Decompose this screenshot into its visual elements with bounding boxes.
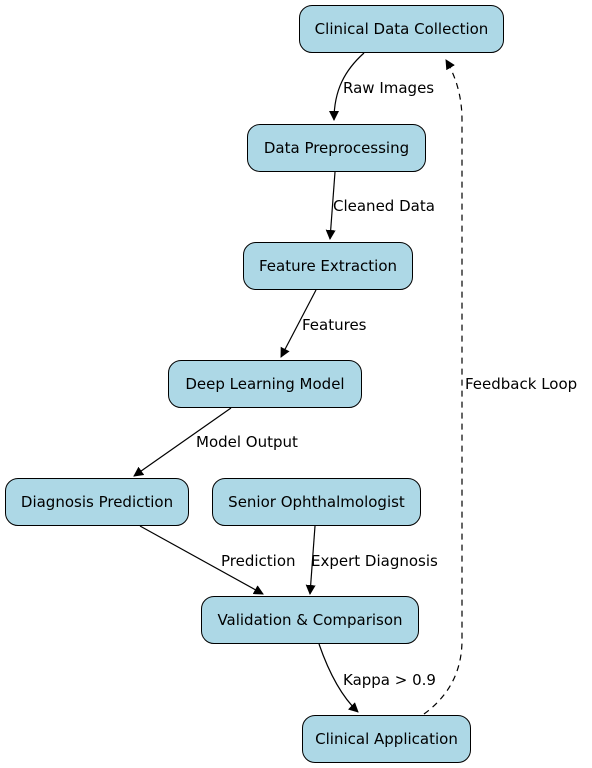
edge-features [280, 289, 317, 358]
node-label: Clinical Application [315, 730, 458, 748]
node-validation-comparison[interactable]: Validation & Comparison [201, 596, 419, 644]
node-label: Senior Ophthalmologist [228, 493, 405, 511]
edge-feedback-loop [423, 59, 463, 715]
node-clinical-data-collection[interactable]: Clinical Data Collection [299, 5, 504, 53]
edge-label-features: Features [302, 316, 367, 334]
edge-label-raw-images: Raw Images [343, 79, 435, 97]
edge-label-kappa: Kappa > 0.9 [343, 671, 436, 689]
edge-label-model-output: Model Output [196, 433, 298, 451]
node-diagnosis-prediction[interactable]: Diagnosis Prediction [5, 478, 189, 526]
node-feature-extraction[interactable]: Feature Extraction [243, 242, 413, 290]
edge-kappa [318, 643, 359, 713]
edge-cleaned-data [325, 171, 336, 240]
node-label: Data Preprocessing [263, 139, 410, 157]
node-data-preprocessing[interactable]: Data Preprocessing [247, 124, 426, 172]
edge-label-cleaned-data: Cleaned Data [333, 197, 435, 215]
edge-model-output [133, 407, 232, 477]
node-label: Clinical Data Collection [314, 20, 489, 38]
edge-expert-diagnosis [305, 525, 316, 595]
node-deep-learning-model[interactable]: Deep Learning Model [168, 360, 362, 408]
edge-label-prediction: Prediction [221, 552, 296, 570]
node-label: Feature Extraction [258, 257, 398, 275]
node-label: Validation & Comparison [217, 611, 403, 629]
node-label: Diagnosis Prediction [20, 493, 174, 511]
node-senior-ophthalmologist[interactable]: Senior Ophthalmologist [212, 478, 421, 526]
edge-prediction [139, 525, 264, 595]
edge-label-feedback-loop: Feedback Loop [465, 375, 578, 393]
edge-label-expert-diagnosis: Expert Diagnosis [311, 552, 438, 570]
node-label: Deep Learning Model [185, 375, 345, 393]
edge-raw-images [329, 52, 365, 121]
node-clinical-application[interactable]: Clinical Application [302, 715, 471, 763]
